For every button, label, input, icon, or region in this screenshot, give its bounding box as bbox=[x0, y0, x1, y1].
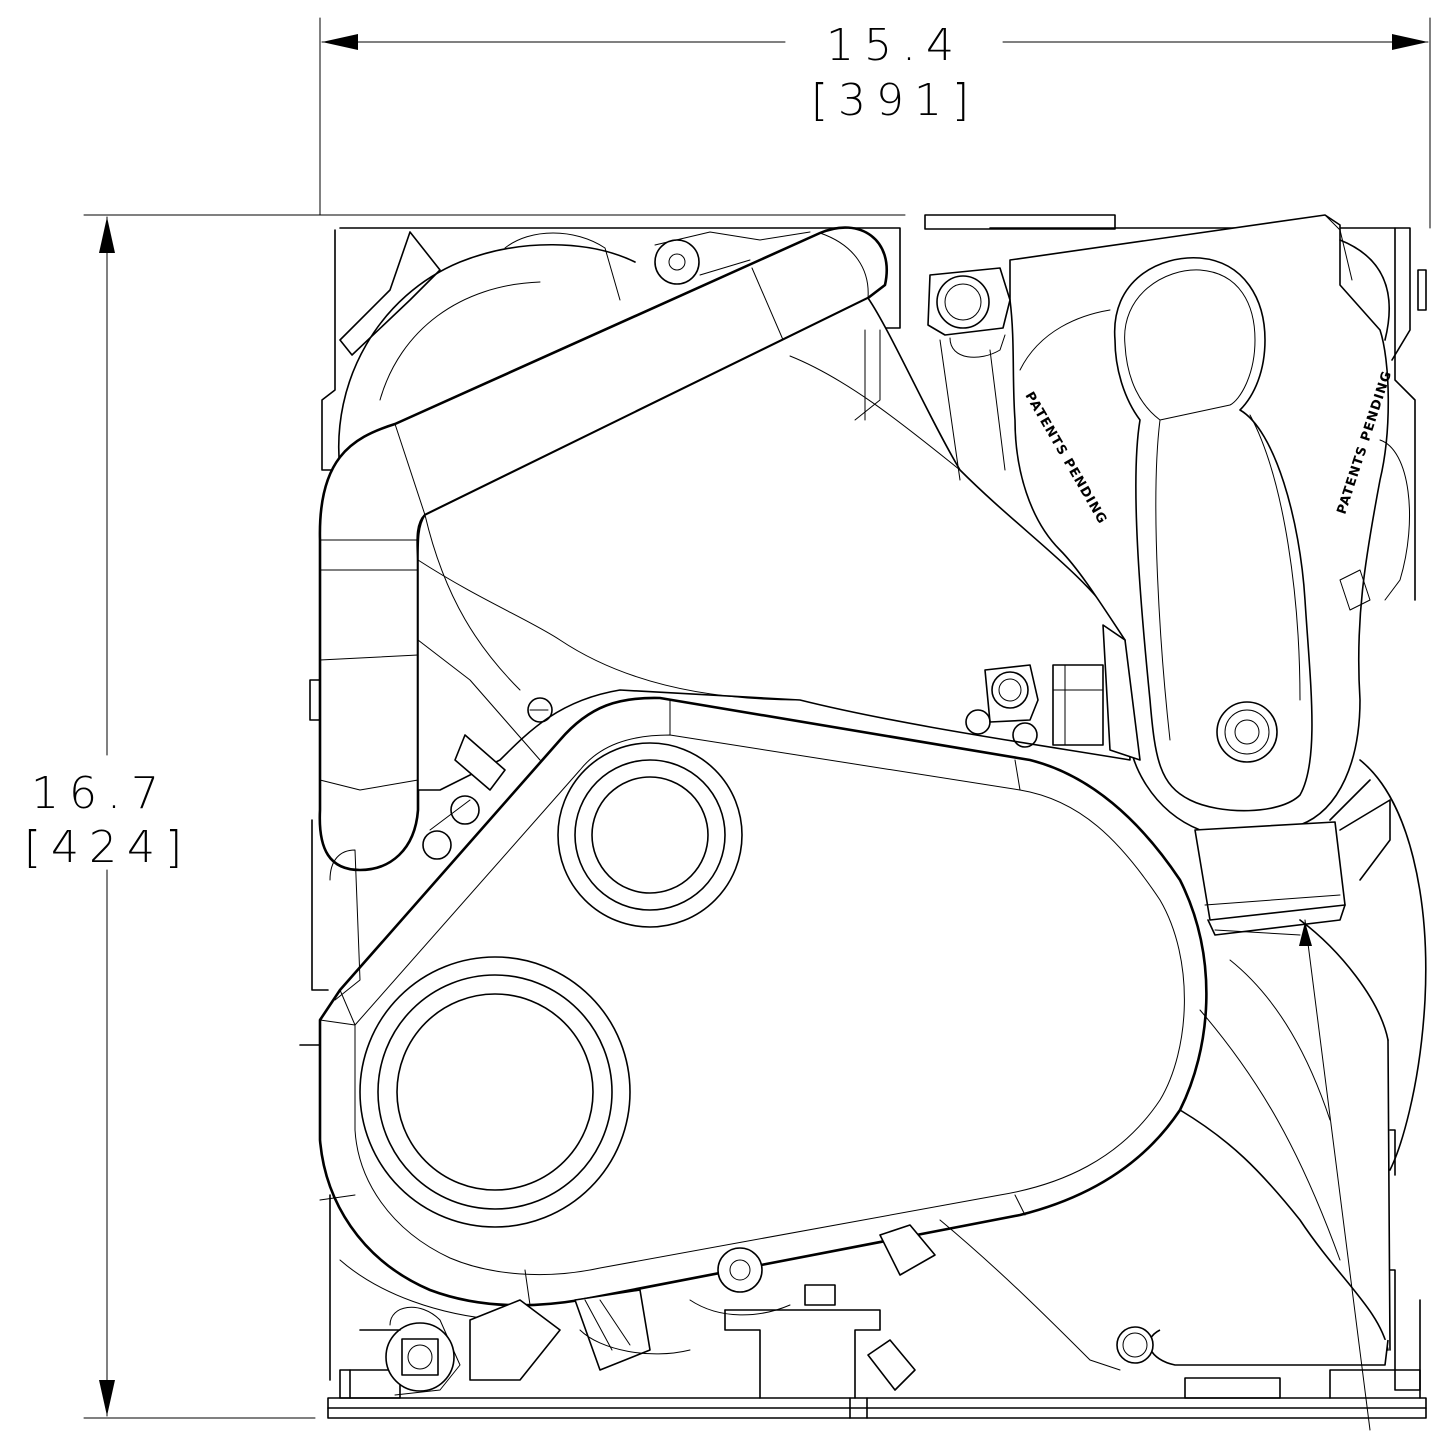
width-arrowhead-left bbox=[322, 34, 358, 50]
width-mm-label: [391] bbox=[811, 75, 979, 126]
pivot-bolt-top bbox=[927, 267, 1011, 481]
height-arrowhead-top bbox=[99, 217, 115, 253]
height-mm-label: [424] bbox=[24, 822, 192, 873]
width-dimension: 15.4 [391] bbox=[319, 17, 1431, 229]
crankcase-lower bbox=[939, 759, 1427, 1431]
connector bbox=[1052, 624, 1141, 761]
engine-frame bbox=[299, 214, 1427, 1391]
air-cleaner: PATENTS PENDING PATENTS PENDING bbox=[1009, 214, 1410, 936]
timing-cover bbox=[318, 696, 1208, 1307]
small-fitting bbox=[965, 664, 1039, 748]
height-dimension: 16.7 [424] bbox=[24, 214, 906, 1419]
left-side-parts bbox=[329, 639, 553, 1001]
pivot-bolt-bottom bbox=[349, 1306, 461, 1399]
bottom-parts bbox=[329, 1194, 936, 1399]
base-plate bbox=[327, 1369, 1427, 1419]
flywheel-shroud bbox=[338, 231, 811, 471]
height-arrowhead-bottom bbox=[99, 1380, 115, 1416]
engine-outline: PATENTS PENDING PATENTS PENDING bbox=[299, 214, 1427, 1431]
width-inches-label: 15.4 bbox=[826, 20, 964, 71]
width-arrowhead-right bbox=[1392, 34, 1428, 50]
height-inches-label: 16.7 bbox=[31, 768, 169, 819]
